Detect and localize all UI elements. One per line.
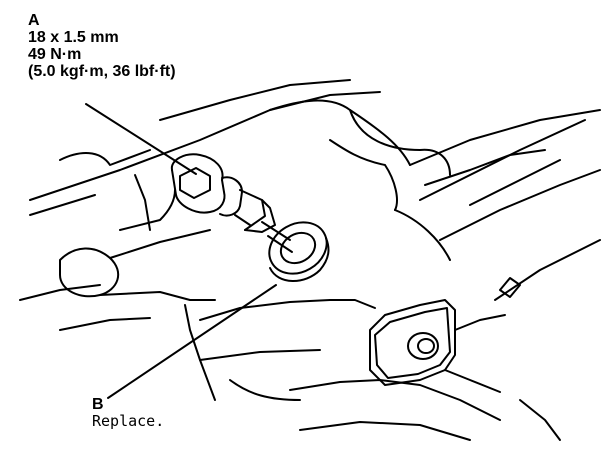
drain-bolt bbox=[170, 153, 293, 253]
callout-a: A 18 x 1.5 mm 49 N·m (5.0 kgf·m, 36 lbf·… bbox=[28, 12, 176, 80]
leader-line-b bbox=[107, 284, 277, 399]
callout-a-size: 18 x 1.5 mm bbox=[28, 29, 119, 46]
callout-b-note: Replace. bbox=[92, 412, 165, 430]
drain-boss bbox=[369, 299, 506, 393]
callout-a-torque: 49 N·m bbox=[28, 46, 82, 63]
sealing-washer bbox=[268, 221, 330, 282]
callout-a-torque-alt: (5.0 kgf·m, 36 lbf·ft) bbox=[28, 63, 176, 80]
housing-outline bbox=[19, 79, 601, 441]
callout-a-letter: A bbox=[28, 12, 40, 29]
callout-b-letter: B bbox=[92, 396, 104, 413]
leader-line-a bbox=[85, 103, 197, 175]
